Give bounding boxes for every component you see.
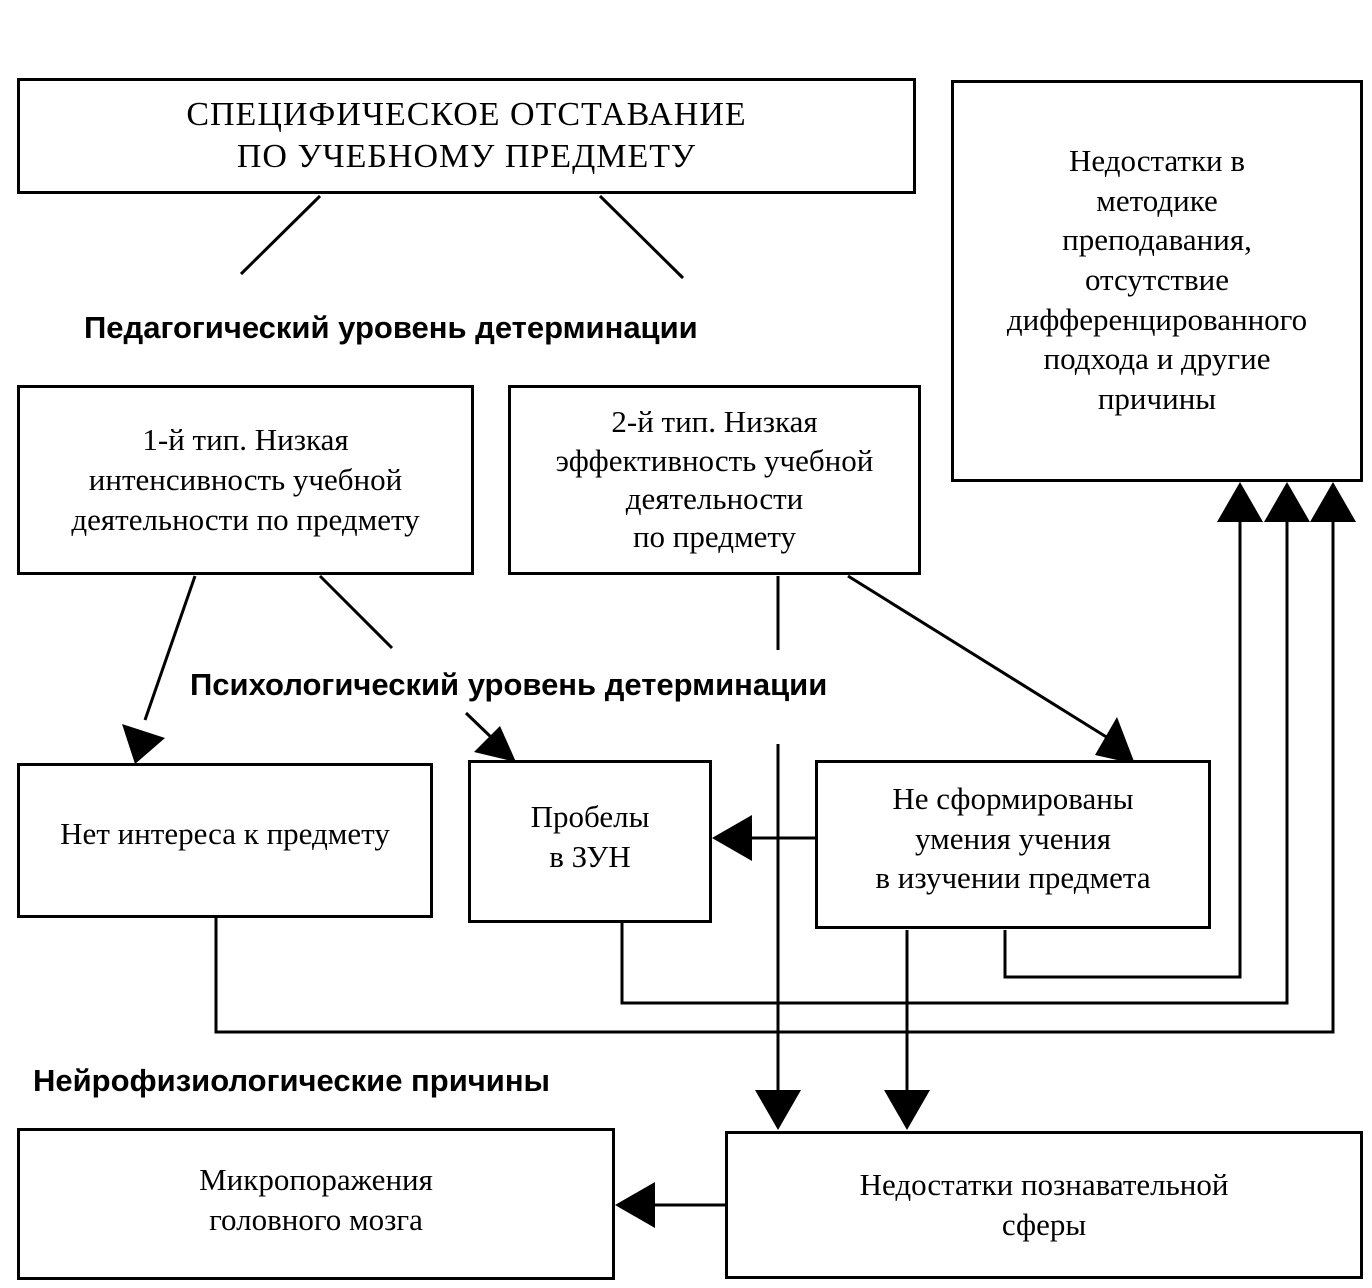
arrowhead-method-2 — [1264, 482, 1310, 522]
tie-title-left — [239, 194, 322, 276]
cognitive-line: сферы — [1001, 1207, 1087, 1242]
cognitive-box: Недостатки познавательной сферы — [725, 1131, 1363, 1279]
arrowhead-cognitive-right — [884, 1090, 930, 1130]
methodology-line: преподавания, — [1062, 222, 1252, 258]
methodology-box: Недостатки в методике преподавания, отсу… — [951, 80, 1363, 482]
loop-gaps-to-methodology — [620, 520, 1289, 1005]
arrowhead-gaps — [474, 726, 516, 762]
no-interest-line: Нет интереса к предмету — [60, 815, 390, 851]
line-type2-to-skills — [847, 574, 1109, 740]
arrowhead-skills — [1095, 717, 1135, 764]
methodology-line: причины — [1097, 381, 1217, 417]
title-box: СПЕЦИФИЧЕСКОЕ ОТСТАВАНИЕ ПО УЧЕБНОМУ ПРЕ… — [17, 78, 916, 194]
type1-line: интенсивность учебной — [88, 462, 403, 498]
arrowhead-micro — [615, 1182, 655, 1228]
cognitive-line: Недостатки познавательной — [859, 1167, 1229, 1203]
arrowhead-method-3 — [1310, 482, 1356, 522]
methodology-line: Недостатки в — [1068, 143, 1245, 178]
skills-line: Не сформированы — [892, 780, 1134, 816]
gaps-line: Пробелы — [530, 798, 650, 834]
micro-box: Микропоражения головного мозга — [17, 1128, 615, 1280]
micro-line: Микропоражения — [199, 1162, 433, 1198]
line-to-gaps — [464, 711, 496, 742]
type1-line: 1-й тип. Низкая — [142, 422, 349, 458]
arrowhead-no-interest — [122, 724, 165, 764]
no-interest-box: Нет интереса к предмету — [17, 763, 433, 918]
loop-skills-to-methodology — [1003, 520, 1242, 979]
micro-line: головного мозга — [209, 1202, 423, 1237]
skills-line: в изучении предмета — [875, 860, 1151, 896]
skills-box: Не сформированы умения учения в изучении… — [815, 760, 1211, 929]
arrowhead-cognitive-left — [755, 1090, 801, 1130]
type2-line: по предмету — [632, 519, 797, 555]
type2-line: деятельности — [625, 481, 804, 516]
type2-box: 2-й тип. Низкая эффективность учебной де… — [508, 385, 921, 575]
title-line-1: СПЕЦИФИЧЕСКОЕ ОТСТАВАНИЕ — [186, 95, 747, 133]
gaps-line: в ЗУН — [549, 838, 631, 874]
arrowhead-method-1 — [1217, 482, 1263, 522]
loop-no-interest-to-methodology — [214, 520, 1335, 1034]
level-neuro: Нейрофизиологические причины — [33, 1063, 551, 1098]
skills-line: умения учения — [915, 820, 1111, 856]
arrowhead-gaps-left — [712, 815, 752, 861]
methodology-line: подхода и другие — [1043, 341, 1271, 377]
level-pedagogical: Педагогический уровень детерминации — [84, 310, 698, 345]
methodology-line: методике — [1096, 182, 1218, 218]
methodology-line: дифференцированного — [1006, 301, 1308, 337]
type2-line: эффективность учебной — [555, 442, 874, 478]
line-type1-to-no-interest — [143, 575, 197, 721]
methodology-line: отсутствие — [1084, 262, 1230, 298]
title-line-2: ПО УЧЕБНОМУ ПРЕДМЕТУ — [236, 138, 697, 175]
type1-box: 1-й тип. Низкая интенсивность учебной де… — [17, 385, 474, 575]
tie-title-right — [598, 194, 685, 280]
level-psychological: Психологический уровень детерминации — [190, 667, 828, 702]
tie-type1-right — [318, 574, 394, 650]
type1-line: деятельности по предмету — [71, 501, 420, 537]
gaps-box: Пробелы в ЗУН — [468, 760, 712, 923]
type2-line: 2-й тип. Низкая — [611, 404, 818, 440]
